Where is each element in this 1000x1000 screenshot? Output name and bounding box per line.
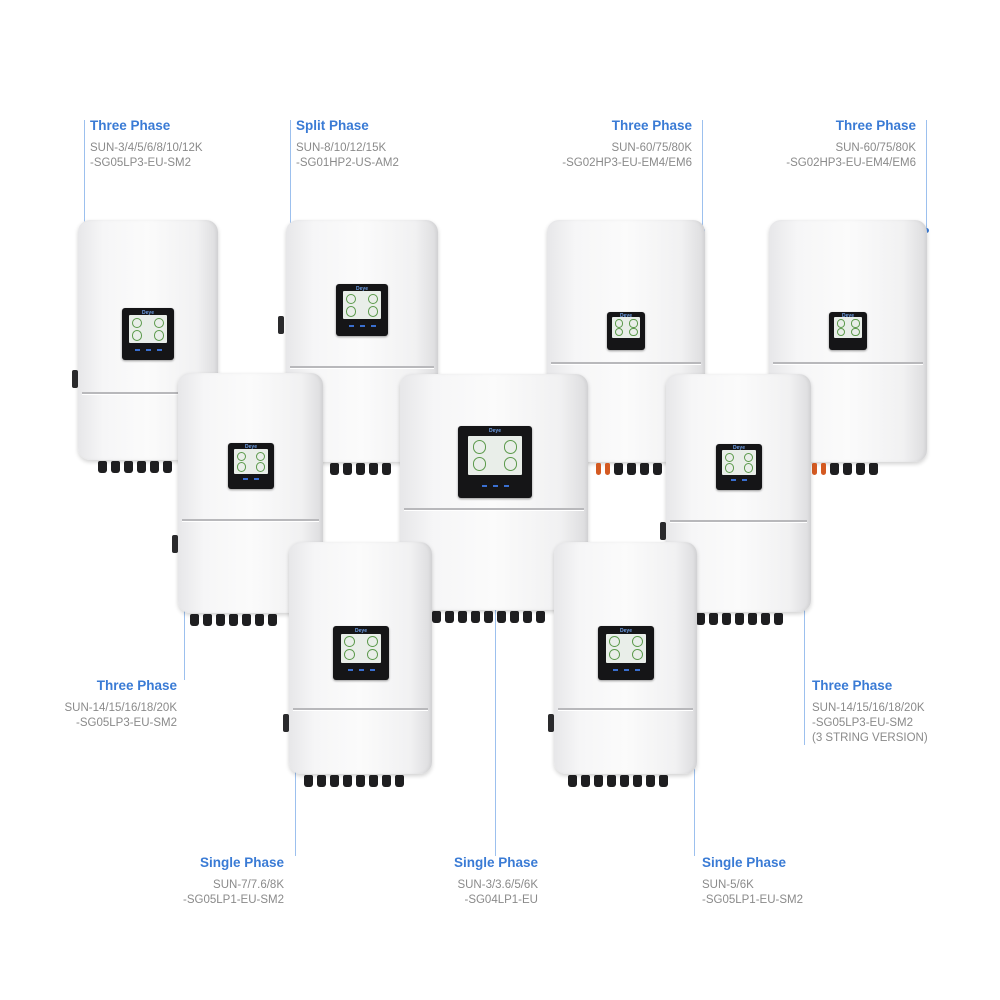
label-single-phase-left: Single Phase SUN-7/7.6/8K -SG05LP1-EU-SM2 <box>183 854 284 908</box>
phase-title: Single Phase <box>453 855 538 870</box>
cable-gland-icon <box>432 610 549 624</box>
model-suffix: -SG05LP1-EU-SM2 <box>702 894 803 906</box>
handle-icon <box>660 522 666 540</box>
phase-title: Three Phase <box>835 118 916 133</box>
model-suffix: -SG05LP3-EU-SM2 <box>812 717 913 729</box>
model-suffix: -SG05LP3-EU-SM2 <box>90 157 191 169</box>
lcd-display-icon: Deye <box>336 284 388 336</box>
cable-gland-icon <box>304 774 408 788</box>
model-number: SUN-14/15/16/18/20K <box>64 702 177 714</box>
handle-icon <box>283 714 289 732</box>
lcd-display-icon: Deye <box>829 312 867 350</box>
model-number: SUN-3/3.6/5/6K <box>457 879 538 891</box>
leader-line <box>290 120 291 230</box>
device-brand: Deye <box>620 313 632 320</box>
inverter-three-phase-3-string: Deye <box>666 374 811 612</box>
phase-title: Three Phase <box>812 678 893 693</box>
model-suffix: -SG04LP1-EU <box>464 894 538 906</box>
cable-gland-icon <box>596 462 666 476</box>
leader-line <box>495 606 496 856</box>
label-single-phase-center: Single Phase SUN-3/3.6/5/6K -SG04LP1-EU <box>454 854 538 908</box>
lcd-display-icon: Deye <box>458 426 532 498</box>
device-brand: Deye <box>489 428 501 435</box>
phase-title: Split Phase <box>296 118 369 133</box>
leader-line <box>295 756 296 856</box>
model-suffix: -SG02HP3-EU-EM4/EM6 <box>786 157 916 169</box>
model-suffix: -SG02HP3-EU-EM4/EM6 <box>562 157 692 169</box>
model-number: SUN-60/75/80K <box>835 142 916 154</box>
leader-line <box>702 120 703 230</box>
label-three-phase-large-2: Three Phase SUN-60/75/80K -SG02HP3-EU-EM4… <box>786 117 916 171</box>
inverter-single-phase-right: Deye <box>554 542 697 774</box>
label-split-phase: Split Phase SUN-8/10/12/15K -SG01HP2-US-A… <box>296 117 399 171</box>
leader-line <box>926 120 927 230</box>
model-number: SUN-5/6K <box>702 879 754 891</box>
cable-gland-icon <box>330 462 395 476</box>
cable-gland-icon <box>696 612 787 626</box>
lcd-display-icon: Deye <box>333 626 389 680</box>
device-brand: Deye <box>733 445 745 452</box>
leader-line <box>84 120 85 230</box>
device-brand: Deye <box>245 444 257 451</box>
phase-title: Three Phase <box>611 118 692 133</box>
phase-title: Single Phase <box>702 855 787 870</box>
model-suffix: -SG05LP3-EU-SM2 <box>76 717 177 729</box>
handle-icon <box>278 316 284 334</box>
lcd-display-icon: Deye <box>122 308 174 360</box>
label-three-phase-large-1: Three Phase SUN-60/75/80K -SG02HP3-EU-EM4… <box>562 117 692 171</box>
device-brand: Deye <box>620 627 632 634</box>
model-number: SUN-60/75/80K <box>611 142 692 154</box>
label-three-phase-small: Three Phase SUN-3/4/5/6/8/10/12K -SG05LP3… <box>90 117 203 171</box>
lcd-display-icon: Deye <box>598 626 654 680</box>
lcd-display-icon: Deye <box>228 443 274 489</box>
lcd-display-icon: Deye <box>607 312 645 350</box>
phase-title: Three Phase <box>96 678 177 693</box>
label-three-phase-medium: Three Phase SUN-14/15/16/18/20K -SG05LP3-… <box>64 677 177 731</box>
model-suffix: -SG01HP2-US-AM2 <box>296 157 399 169</box>
device-brand: Deye <box>142 309 154 316</box>
model-number: SUN-14/15/16/18/20K <box>812 702 925 714</box>
device-brand: Deye <box>842 313 854 320</box>
inverter-single-phase-left: Deye <box>289 542 432 774</box>
handle-icon <box>172 535 178 553</box>
cable-gland-icon <box>812 462 882 476</box>
model-number: SUN-3/4/5/6/8/10/12K <box>90 142 203 154</box>
handle-icon <box>548 714 554 732</box>
leader-line <box>804 605 805 745</box>
cable-gland-icon <box>98 460 176 474</box>
leader-line <box>184 605 185 680</box>
label-single-phase-right: Single Phase SUN-5/6K -SG05LP1-EU-SM2 <box>702 854 803 908</box>
cable-gland-icon <box>568 774 672 788</box>
model-suffix: -SG05LP1-EU-SM2 <box>183 894 284 906</box>
label-three-phase-3-string: Three Phase SUN-14/15/16/18/20K -SG05LP3-… <box>812 677 928 746</box>
device-brand: Deye <box>356 285 368 292</box>
handle-icon <box>72 370 78 388</box>
device-brand: Deye <box>355 627 367 634</box>
model-note: (3 STRING VERSION) <box>812 732 928 744</box>
phase-title: Three Phase <box>90 118 171 133</box>
phase-title: Single Phase <box>199 855 284 870</box>
cable-gland-icon <box>190 613 281 627</box>
lcd-display-icon: Deye <box>716 444 762 490</box>
model-number: SUN-8/10/12/15K <box>296 142 387 154</box>
leader-line <box>694 756 695 856</box>
model-number: SUN-7/7.6/8K <box>213 879 284 891</box>
